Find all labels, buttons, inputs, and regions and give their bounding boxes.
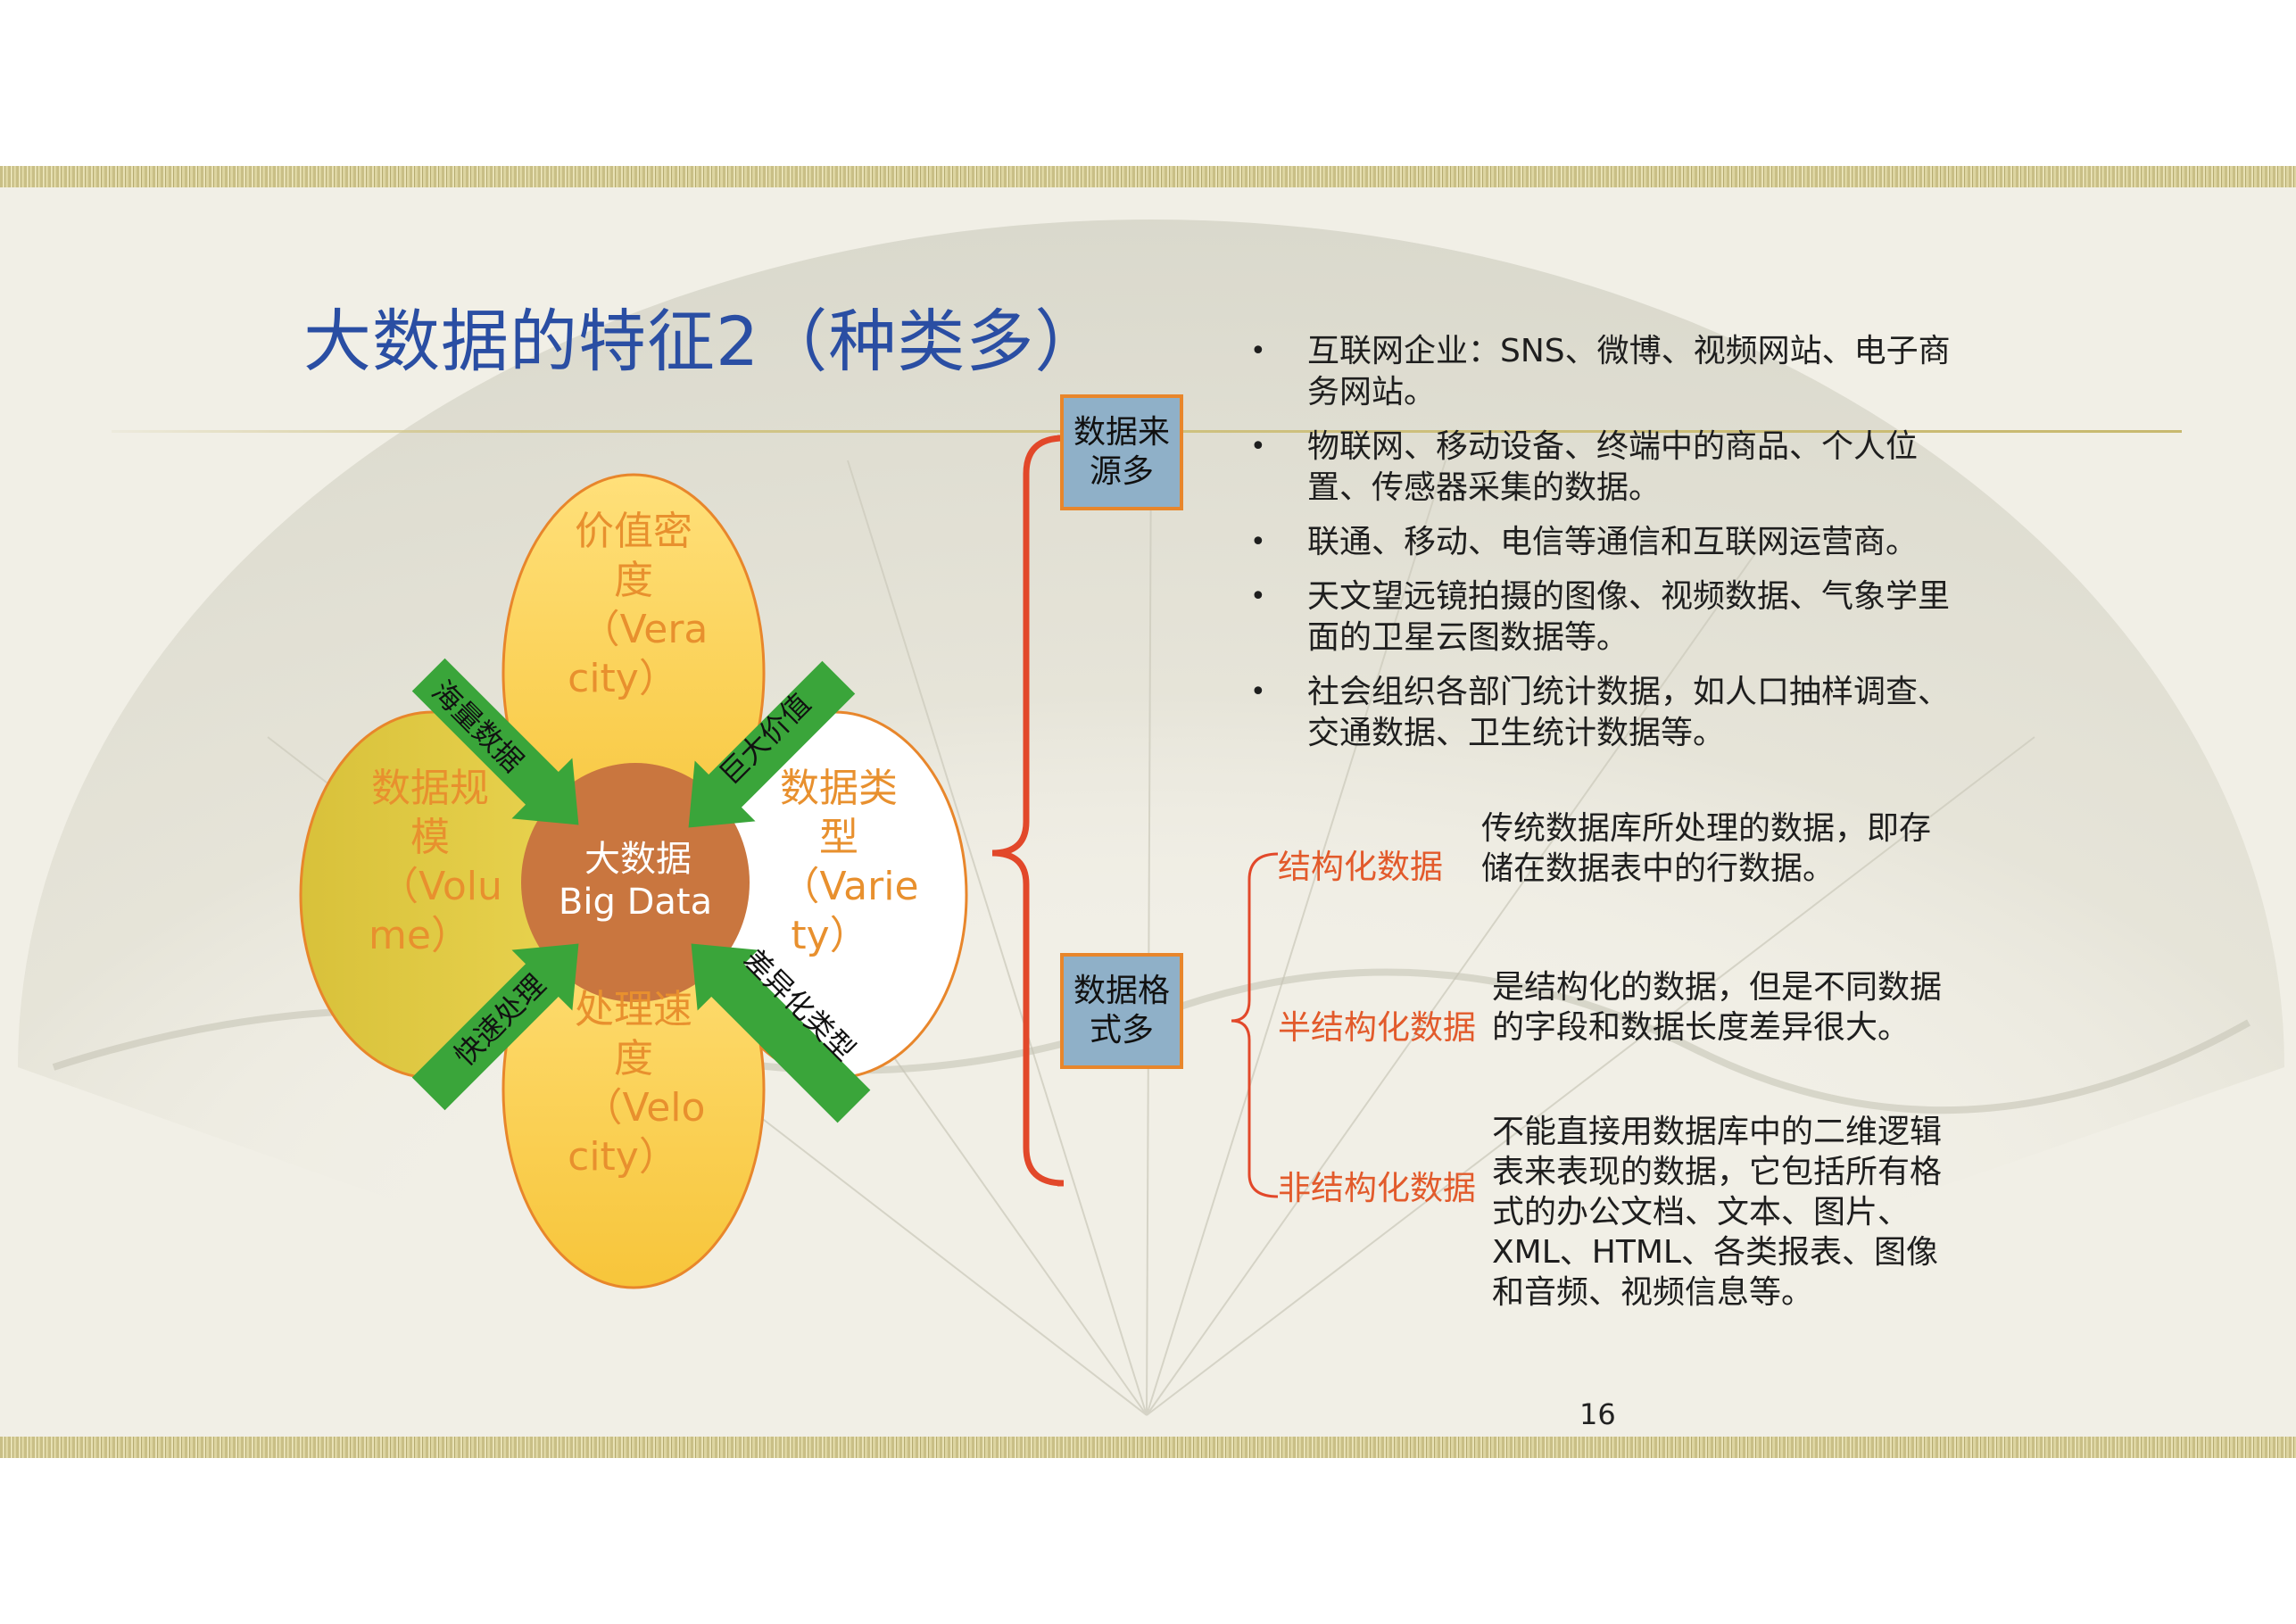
center-label-cn: 大数据 — [584, 839, 692, 880]
arrow-top-right — [688, 660, 856, 828]
petal-bottom-line2: 度 — [614, 1036, 653, 1081]
arrow-bottom-right — [691, 943, 871, 1123]
petal-bottom-line3: （Velo — [584, 1085, 706, 1131]
petal-right-line3: （Varie — [780, 864, 918, 909]
center-label-en: Big Data — [559, 882, 712, 923]
page-number: 16 — [1579, 1397, 1616, 1431]
category-semi-structured: 半结构化数据 — [1278, 1008, 1476, 1047]
petal-left-line3: （Volu — [379, 864, 502, 909]
petal-right-line1: 数据类 — [780, 766, 898, 811]
sources-bullet-list: •互联网企业：SNS、微博、视频网站、电子商务网站。 •物联网、移动设备、终端中… — [1245, 331, 1977, 767]
petal-left-line4: me） — [369, 913, 470, 958]
desc-unstructured: 不能直接用数据库中的二维逻辑表来表现的数据，它包括所有格式的办公文档、文本、图片… — [1492, 1114, 1943, 1311]
category-unstructured: 非结构化数据 — [1278, 1169, 1476, 1207]
bottom-decorative-band — [0, 1437, 2296, 1458]
bullet-item: •物联网、移动设备、终端中的商品、个人位置、传感器采集的数据。 — [1250, 428, 1919, 506]
petal-top-line2: 度 — [614, 558, 653, 603]
bullet-item: •互联网企业：SNS、微博、视频网站、电子商务网站。 — [1250, 333, 1951, 410]
bullet-dot: • — [1250, 526, 1266, 558]
main-brace — [991, 435, 1065, 1187]
bullet-item: •天文望远镜拍摄的图像、视频数据、气象学里面的卫星云图数据等。 — [1250, 578, 1951, 656]
bullet-dot: • — [1250, 431, 1266, 462]
sources-box: 数据来源多 — [1060, 394, 1183, 510]
bullet-dot: • — [1250, 336, 1266, 367]
petal-top-line1: 价值密 — [575, 509, 692, 554]
arrow-bottom-left — [411, 943, 579, 1111]
formats-box: 数据格式多 — [1060, 953, 1183, 1069]
desc-structured: 传统数据库所处理的数据，即存储在数据表中的行数据。 — [1481, 810, 1932, 887]
top-decorative-band — [0, 166, 2296, 187]
desc-semi-structured: 是结构化的数据，但是不同数据的字段和数据长度差异很大。 — [1492, 969, 1943, 1046]
petal-right-line2: 型 — [819, 815, 858, 860]
slide-title: 大数据的特征2（种类多） — [303, 302, 1104, 381]
bullet-item: •联通、移动、电信等通信和互联网运营商。 — [1245, 522, 1977, 563]
bullet-dot: • — [1250, 581, 1266, 612]
petal-bottom-line1: 处理速 — [575, 987, 692, 1032]
bullet-dot: • — [1250, 676, 1266, 708]
petal-right-line4: ty） — [791, 913, 868, 958]
petal-top-line4: city） — [568, 656, 678, 701]
category-structured: 结构化数据 — [1278, 848, 1443, 886]
petal-left-line2: 模 — [410, 815, 450, 860]
petal-bottom-line4: city） — [568, 1134, 678, 1180]
big-data-diagram: 价值密 度 （Vera city） 数据规 模 （Volu me） 数据类 型 … — [299, 435, 1279, 1289]
bullet-item: •社会组织各部门统计数据，如人口抽样调查、交通数据、卫生统计数据等。 — [1250, 674, 1951, 751]
formats-brace — [1231, 852, 1279, 1198]
slide: 大数据的特征2（种类多） 价值密 度 （Vera city） 数据规 模 （Vo… — [0, 166, 2296, 1458]
petal-top-line3: （Vera — [581, 607, 709, 652]
petal-left-line1: 数据规 — [371, 766, 489, 811]
